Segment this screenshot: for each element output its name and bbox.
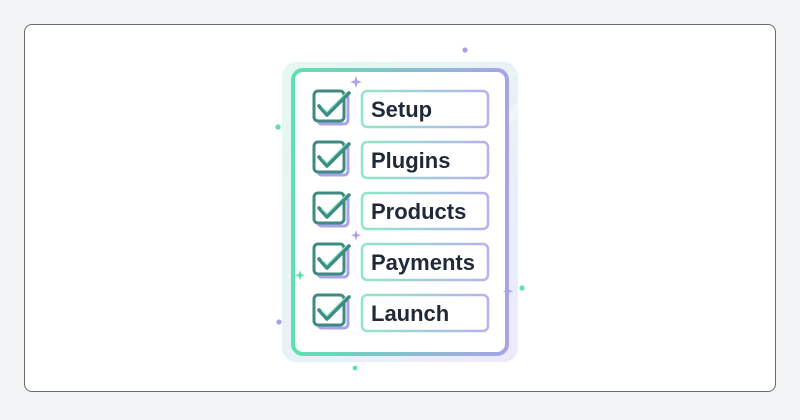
checklist-row: Plugins: [312, 140, 490, 180]
checklist-row: Payments: [312, 242, 490, 282]
sparkle-icon: [276, 319, 282, 325]
checkbox-checked-icon: [312, 191, 351, 228]
item-label-box: [360, 191, 490, 231]
sparkle-icon: [503, 286, 513, 297]
checkbox-checked-icon: [312, 89, 351, 126]
sparkle-icon: [275, 124, 281, 130]
checklist-row: Launch: [312, 293, 490, 333]
item-label-box: [360, 242, 490, 282]
item-label-box: [360, 293, 490, 333]
item-label: Payments: [371, 250, 475, 275]
sparkle-icon: [350, 76, 362, 88]
sparkle-icon: [295, 270, 305, 281]
item-label-box: [360, 140, 490, 180]
checklist-row: Products: [312, 191, 490, 231]
item-label: Setup: [371, 97, 432, 122]
item-label-box: [360, 89, 490, 129]
item-label: Products: [371, 199, 466, 224]
sparkle-icon: [462, 47, 468, 53]
item-label: Plugins: [371, 148, 450, 173]
item-label: Launch: [371, 301, 449, 326]
checkbox-checked-icon: [312, 140, 351, 177]
checkbox-checked-icon: [312, 293, 351, 330]
checkbox-checked-icon: [312, 242, 351, 279]
sparkle-icon: [519, 285, 525, 291]
checklist-row: Setup: [312, 89, 490, 129]
sparkle-icon: [351, 230, 361, 241]
decorations: [275, 47, 525, 371]
sparkle-icon: [352, 365, 358, 371]
